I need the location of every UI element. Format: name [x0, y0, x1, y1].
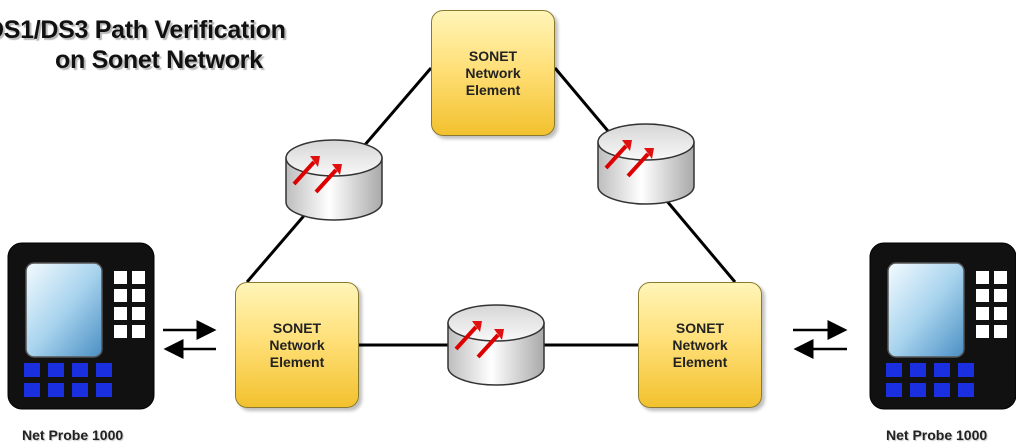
probe-device-icon-right — [869, 242, 1016, 410]
router-icon-bottom — [447, 304, 545, 386]
element-label-line-1: SONET — [272, 319, 322, 336]
probe-keypad-blue — [886, 363, 974, 397]
probe-device-icon-left — [7, 242, 155, 410]
probe-keypad-white — [114, 271, 145, 338]
element-label-line-3: Element — [269, 353, 325, 370]
element-label-line-2: Network — [672, 336, 728, 353]
element-label-line-2: Network — [269, 336, 325, 353]
sonet-network-element-top: SONET Network Element — [431, 10, 555, 136]
element-label-line-2: Network — [465, 64, 521, 81]
diagram-title-line-1: DS1/DS3 Path Verification — [0, 16, 286, 44]
sonet-network-element-right: SONET Network Element — [638, 282, 762, 408]
router-icon-left — [285, 139, 383, 221]
probe-keypad-blue — [24, 363, 112, 397]
probe-label-left: Net Probe 1000 — [22, 427, 124, 443]
probe-keypad-white — [976, 271, 1007, 338]
router-icon-right — [597, 123, 695, 205]
red-arrows-icon — [604, 140, 654, 178]
element-label-line-3: Element — [465, 81, 521, 98]
element-label-line-1: SONET — [675, 319, 725, 336]
probe-screen — [887, 262, 965, 358]
probe-screen — [25, 262, 103, 358]
probe-label-right: Net Probe 1000 — [886, 427, 988, 443]
red-arrows-icon — [292, 156, 342, 194]
red-arrows-icon — [454, 321, 504, 359]
sonet-network-element-left: SONET Network Element — [235, 282, 359, 408]
element-label-line-3: Element — [672, 353, 728, 370]
diagram-title-line-2: on Sonet Network — [55, 46, 263, 74]
element-label-line-1: SONET — [468, 47, 518, 64]
